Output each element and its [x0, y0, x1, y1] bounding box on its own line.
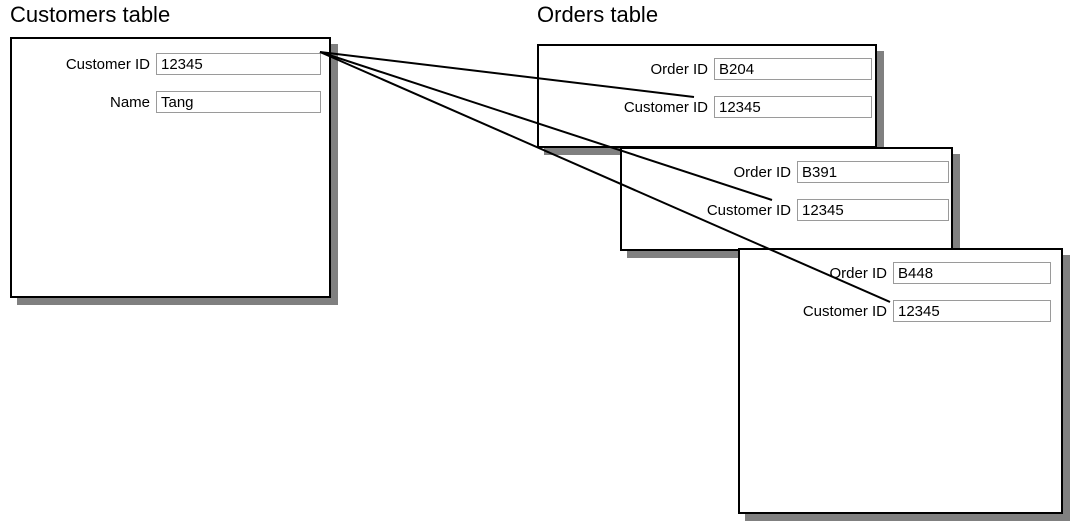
orders-2-customer-id-box[interactable]: 12345: [797, 199, 949, 221]
orders-1-order-id-box[interactable]: B204: [714, 58, 872, 80]
orders-3-customer-id-box[interactable]: 12345: [893, 300, 1051, 322]
orders-2-order-id-box[interactable]: B391: [797, 161, 949, 183]
orders-3-customer-id-value: 12345: [898, 302, 940, 320]
orders-2-customer-id-value: 12345: [802, 201, 844, 219]
field-row[interactable]: Name Tang: [36, 91, 321, 113]
orders-1-customer-id-value: 12345: [719, 98, 761, 116]
orders-2-order-id-value: B391: [802, 163, 838, 181]
field-row[interactable]: Customer ID 12345: [570, 96, 872, 118]
orders-3-customer-id-label: Customer ID: [802, 302, 887, 320]
orders-1-customer-id-label: Customer ID: [623, 98, 708, 116]
orders-record-card-2[interactable]: Order ID B391 Customer ID 12345: [620, 147, 953, 251]
customers-name-value: Tang: [161, 93, 194, 111]
field-row[interactable]: Customer ID 12345: [653, 199, 949, 221]
field-row[interactable]: Order ID B204: [604, 58, 872, 80]
customers-name-box[interactable]: Tang: [156, 91, 321, 113]
customers-record-card[interactable]: Customer ID 12345 Name Tang: [10, 37, 331, 298]
orders-1-order-id-value: B204: [719, 60, 755, 78]
customers-customer-id-box[interactable]: 12345: [156, 53, 321, 75]
orders-3-order-id-value: B448: [898, 264, 934, 282]
orders-1-order-id-label: Order ID: [650, 60, 708, 78]
customers-customer-id-value: 12345: [161, 55, 203, 73]
field-row[interactable]: Order ID B448: [783, 262, 1051, 284]
customers-customer-id-label: Customer ID: [65, 55, 150, 73]
field-row[interactable]: Order ID B391: [687, 161, 949, 183]
orders-3-order-id-label: Order ID: [829, 264, 887, 282]
orders-3-order-id-box[interactable]: B448: [893, 262, 1051, 284]
customers-name-label: Name: [109, 93, 150, 111]
orders-2-order-id-label: Order ID: [733, 163, 791, 181]
orders-record-card-1[interactable]: Order ID B204 Customer ID 12345: [537, 44, 877, 148]
orders-table-title: Orders table: [537, 2, 659, 27]
orders-2-customer-id-label: Customer ID: [706, 201, 791, 219]
orders-record-card-3[interactable]: Order ID B448 Customer ID 12345: [738, 248, 1063, 514]
field-row[interactable]: Customer ID 12345: [749, 300, 1051, 322]
orders-1-customer-id-box[interactable]: 12345: [714, 96, 872, 118]
customers-table-title: Customers table: [10, 2, 171, 27]
field-row[interactable]: Customer ID 12345: [36, 53, 321, 75]
